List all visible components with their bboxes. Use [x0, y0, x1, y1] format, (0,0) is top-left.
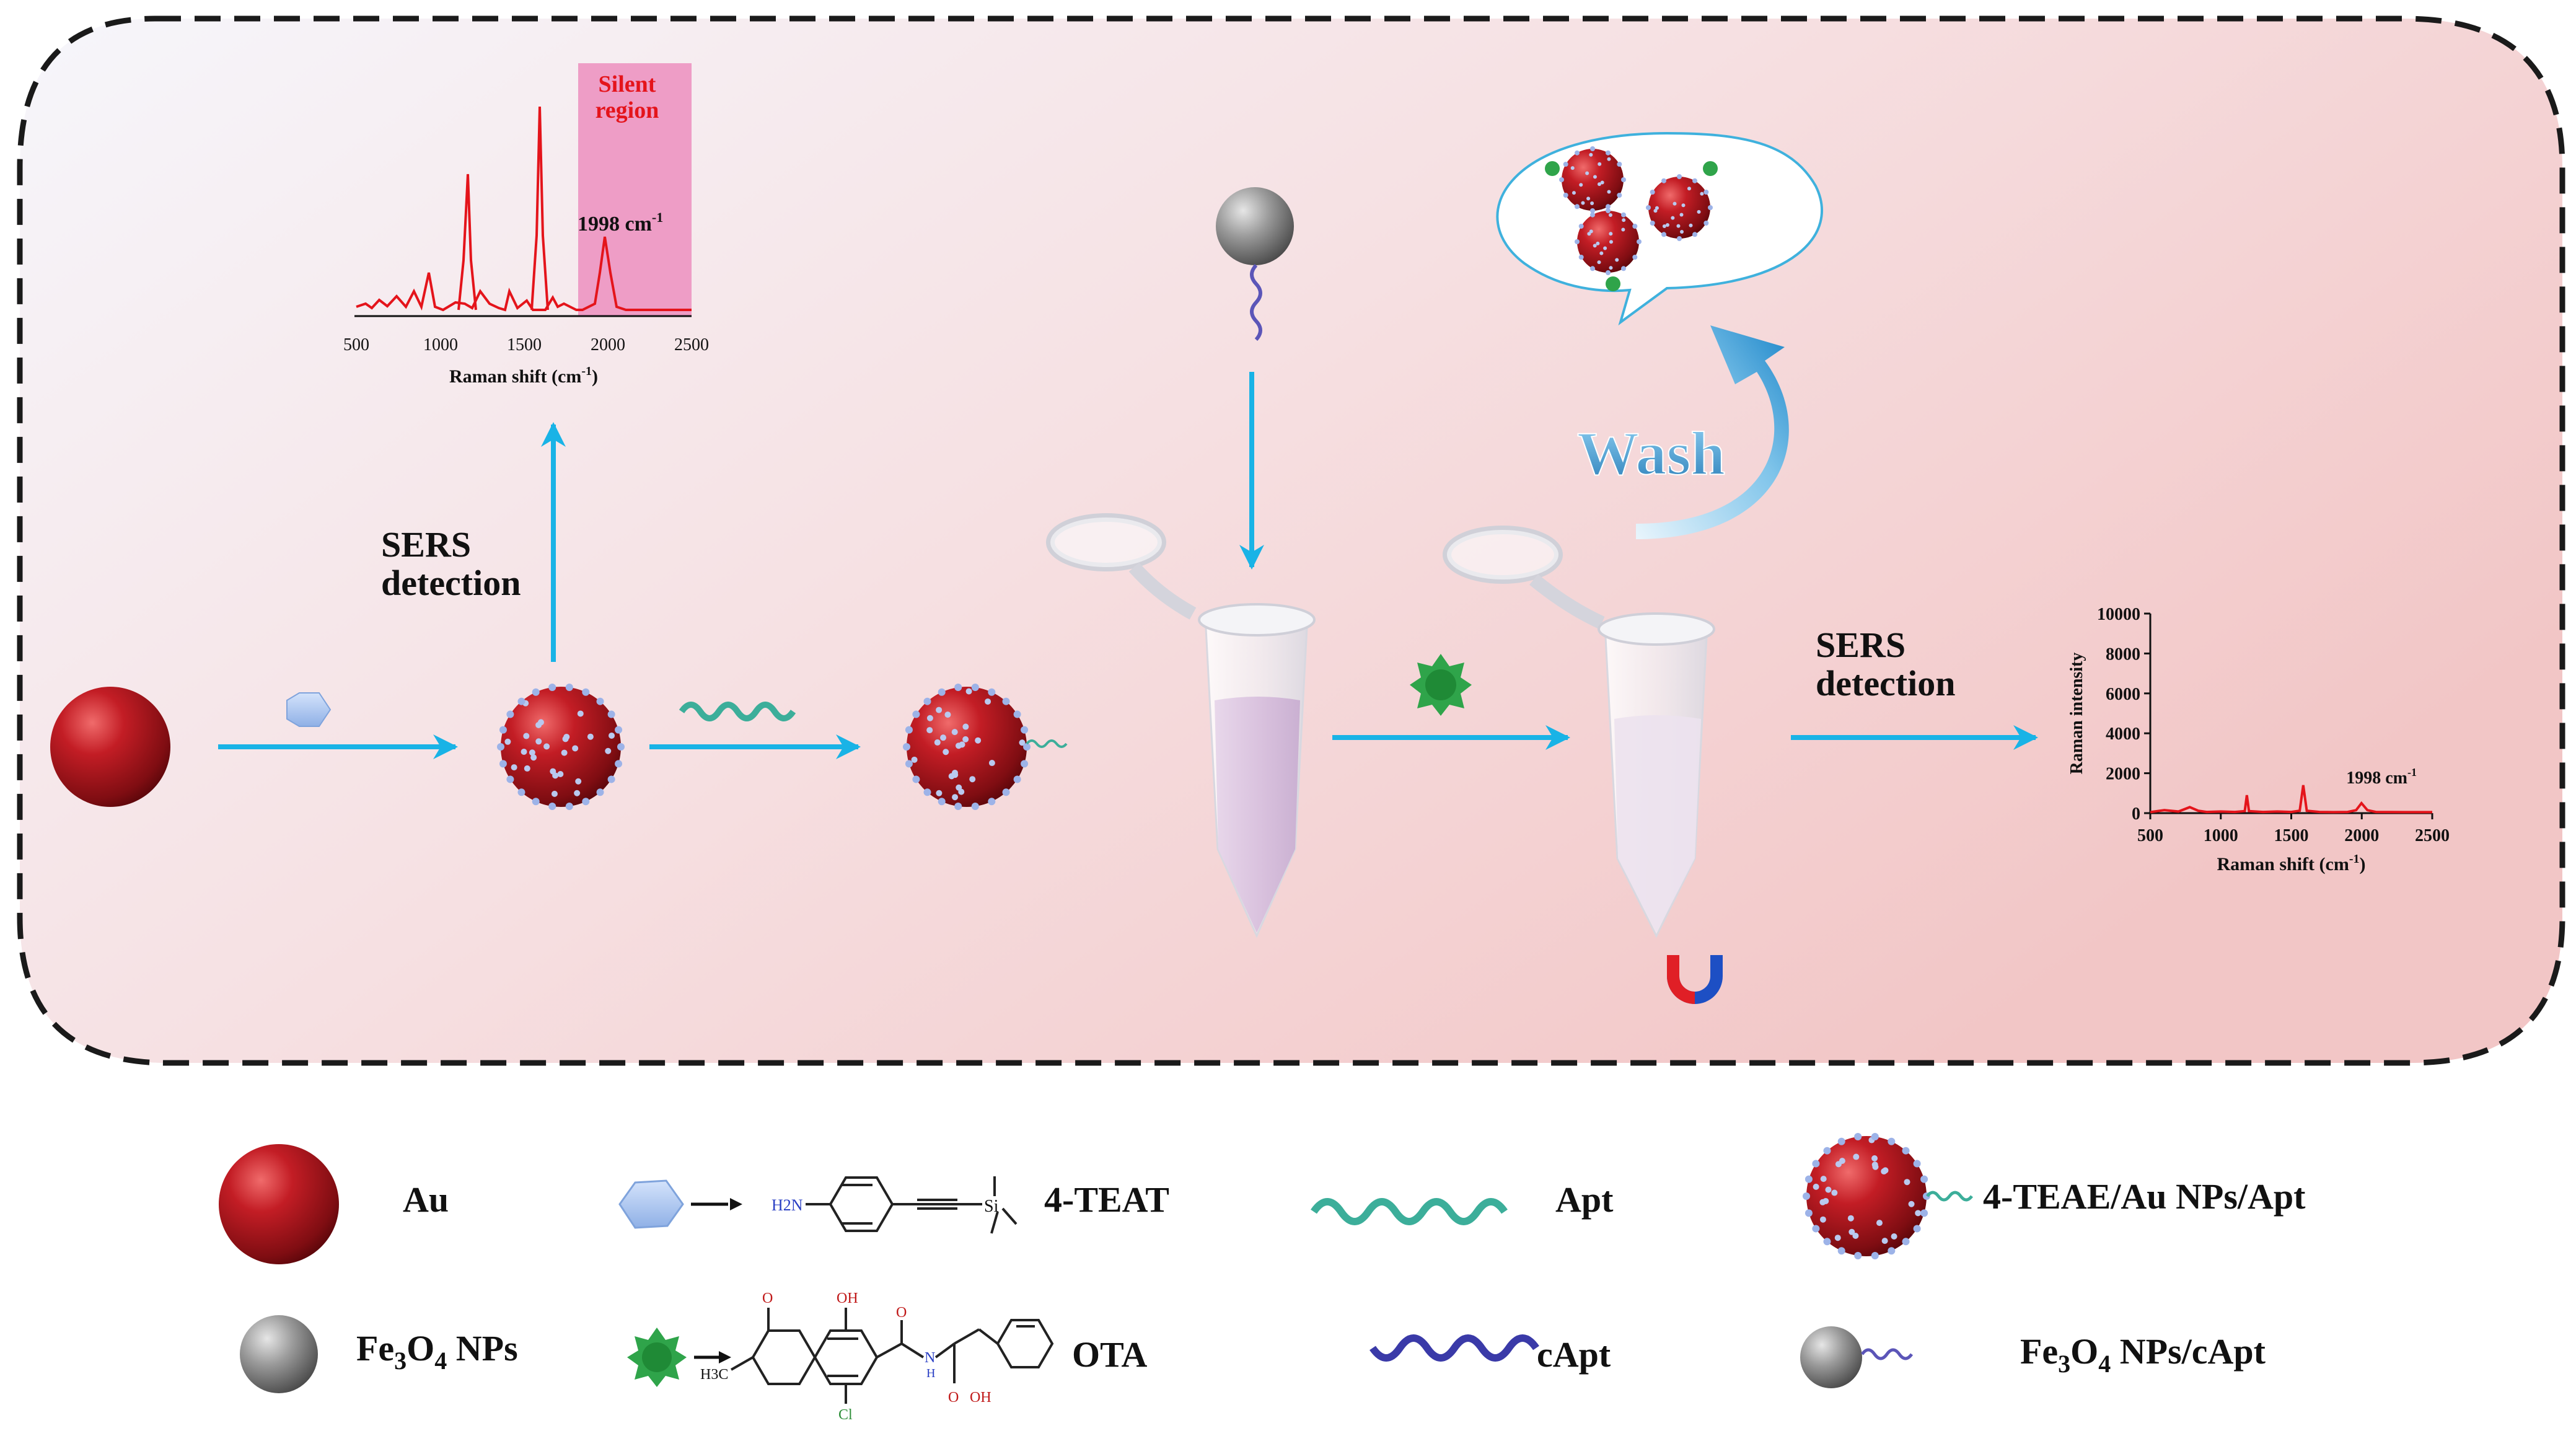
legend-apt-strand-icon: [1311, 1198, 1508, 1225]
inset-peak-label: 1998 cm-1: [578, 209, 663, 236]
silent-region-label-1: Silent: [599, 71, 656, 97]
au-teat-apt-nanoparticle: [903, 683, 1068, 811]
legend-teae-complex-label: 4-TEAE/Au NPs/Apt: [1983, 1176, 2306, 1217]
silent-region: [578, 63, 692, 316]
legend-fe3o4-capt-icon: [1800, 1326, 1914, 1388]
spectrum-series-line: [2150, 785, 2432, 814]
ota-icon: [1410, 654, 1472, 716]
result-spectrum-chart: 0 2000 4000 6000 8000 10000 500 1000 1500 2000 250…: [2067, 605, 2450, 874]
wash-bubble: [1496, 131, 1823, 326]
legend-apt-label: Apt: [1555, 1179, 1614, 1220]
inset-spectrum: Silent region 1998 cm-1 500 1000 1500 20…: [343, 63, 709, 387]
silent-region-label-2: region: [596, 97, 659, 123]
legend-au-icon: [219, 1144, 339, 1264]
x-tick-label: 2500: [2415, 826, 2450, 845]
ota-label-o3: O: [948, 1390, 959, 1406]
apt-strand-icon: [679, 702, 796, 721]
sers-detection-label-2: SERS: [1816, 625, 1906, 665]
inset-xticks: 500 1000 1500 2000 2500: [343, 335, 709, 355]
y-tick-label: 10000: [2097, 605, 2140, 624]
y-tick-label: 8000: [2106, 645, 2140, 664]
legend-fe3o4-icon: [240, 1315, 318, 1393]
ota-label-h: H: [926, 1367, 935, 1380]
y-tick-label: 2000: [2106, 765, 2140, 784]
svg-text:2500: 2500: [674, 335, 709, 355]
svg-text:500: 500: [343, 335, 369, 355]
teat-si-label: Si: [984, 1197, 999, 1216]
legend-complex-icon: [1803, 1132, 1973, 1260]
wash-label: Wash: [1577, 419, 1725, 488]
ota-label-cl: Cl: [838, 1407, 853, 1423]
au-nanoparticle: [50, 687, 170, 807]
sers-detection-label-1b: detection: [381, 563, 521, 603]
inset-spectrum-line: [356, 236, 692, 312]
ota-label-o2: O: [896, 1305, 907, 1321]
chart-annotation: 1998 cm-1: [2346, 766, 2417, 788]
au-teat-nanoparticle: [497, 683, 625, 811]
y-tick-label: 0: [2132, 804, 2140, 824]
sers-detection-label-2b: detection: [1816, 663, 1956, 703]
svg-text:1500: 1500: [507, 335, 542, 355]
teat-structure-icon: [806, 1176, 1018, 1234]
legend-teat-label: 4-TEAT: [1044, 1179, 1169, 1220]
ota-label-oh2: OH: [970, 1390, 991, 1406]
legend-teat-hexagon-icon: [618, 1179, 684, 1229]
teat-hexagon-icon: [286, 692, 332, 727]
svg-text:1000: 1000: [423, 335, 458, 355]
y-tick-label: 4000: [2106, 725, 2140, 744]
ota-label-n: N: [925, 1350, 935, 1366]
x-tick-label: 2000: [2344, 826, 2379, 845]
x-axis-label: Raman shift (cm-1): [2217, 852, 2366, 874]
legend-capt-label: cApt: [1537, 1334, 1611, 1375]
ota-label-oh: OH: [837, 1290, 858, 1306]
y-tick-label: 6000: [2106, 685, 2140, 704]
magnet-icon: [1667, 955, 1723, 1004]
washed-particle-3: [1575, 208, 1642, 291]
wash-curved-arrow: [1636, 325, 1789, 539]
x-tick-label: 1000: [2204, 826, 2238, 845]
washed-particle-1: [1545, 146, 1626, 213]
x-tick-label: 500: [2137, 826, 2163, 845]
legend: Au H2N Si 4-TEAT Apt 4-TEAE: [219, 1132, 2306, 1423]
ota-structure-icon: [731, 1308, 1054, 1404]
legend-ota-icon: [627, 1328, 687, 1387]
fe3o4-capt-probe: [1216, 187, 1294, 341]
legend-au-label: Au: [403, 1179, 449, 1220]
legend-fe3o4-capt-label: Fe3O4 NPs/cApt: [2020, 1331, 2266, 1378]
inset-xlabel: Raman shift (cm-1): [449, 364, 598, 387]
sers-detection-label-1: SERS: [381, 524, 471, 565]
y-axis-label: Raman intensity: [2067, 653, 2086, 775]
legend-ota-label: OTA: [1072, 1334, 1147, 1375]
tube-1: [1046, 513, 1316, 938]
washed-particle-2: [1646, 161, 1718, 241]
x-tick-label: 1500: [2274, 826, 2309, 845]
ota-label-o1: O: [762, 1290, 773, 1306]
legend-fe3o4-label: Fe3O4 NPs: [356, 1328, 518, 1375]
teat-nh2-label: H2N: [771, 1196, 803, 1214]
legend-capt-strand-icon: [1369, 1334, 1539, 1362]
svg-text:2000: 2000: [591, 335, 625, 355]
flow-arrows: [218, 372, 2038, 759]
ota-label-h3c: H3C: [700, 1367, 728, 1383]
tube-2: [1443, 526, 1715, 938]
